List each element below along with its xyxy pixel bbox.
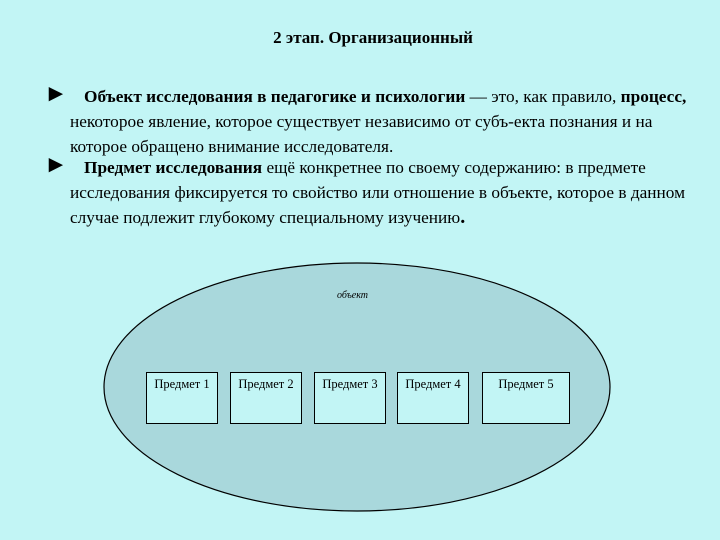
process-term: процесс, [620, 87, 687, 106]
subject-box-2: Предмет 2 [230, 372, 302, 424]
subject-text-end: . [460, 206, 466, 228]
subject-box-5: Предмет 5 [482, 372, 570, 424]
subject-text: ещё конкретнее по своему содержанию: в п… [70, 158, 686, 227]
slide-title: 2 этап. Организационный [273, 28, 473, 47]
object-text-1: — это, как правило, [465, 87, 621, 106]
bullet-arrow-icon: ► [44, 152, 68, 178]
paragraph-subject-definition: Предмет исследования ещё конкретнее по с… [70, 155, 700, 230]
subject-box-1: Предмет 1 [146, 372, 218, 424]
subject-box-4: Предмет 4 [397, 372, 469, 424]
object-label: объект [336, 290, 369, 301]
subject-term: Предмет исследования [84, 158, 263, 177]
bullet-arrow-icon: ► [44, 81, 68, 107]
paragraph-object-definition: Объект исследования в педагогике и психо… [70, 84, 700, 159]
object-term: Объект исследования в педагогике и психо… [84, 87, 466, 106]
object-text-2: некоторое явление, которое существует не… [70, 112, 653, 156]
subject-box-3: Предмет 3 [314, 372, 386, 424]
